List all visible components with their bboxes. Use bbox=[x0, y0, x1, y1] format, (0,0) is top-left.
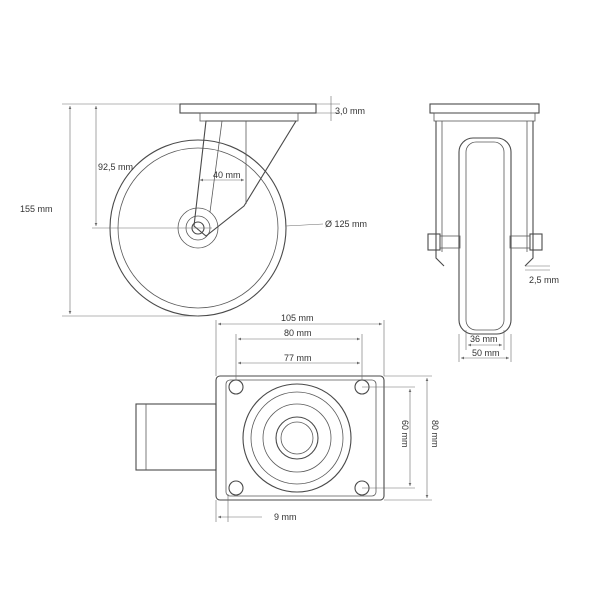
dim-offset: 40 mm bbox=[213, 170, 241, 180]
side-view: 155 mm 92,5 mm 40 mm 3,0 mm Ø 125 mm bbox=[20, 96, 367, 317]
dim-hole-margin: 9 mm bbox=[274, 512, 297, 522]
dim-plate-thickness: 3,0 mm bbox=[335, 106, 365, 116]
dim-wheel-diameter: Ø 125 mm bbox=[325, 219, 367, 229]
swivel-race bbox=[242, 383, 352, 493]
front-fork bbox=[435, 121, 534, 267]
dim-total-height: 155 mm bbox=[20, 204, 53, 214]
dim-side-offset: 2,5 mm bbox=[529, 275, 559, 285]
side-fork bbox=[193, 120, 297, 237]
top-wheel bbox=[135, 403, 217, 471]
dim-wheel-width: 50 mm bbox=[472, 348, 500, 358]
dim-hole-spacing-inner: 77 mm bbox=[284, 353, 312, 363]
dim-hole-spacing-vertical: 60 mm bbox=[400, 420, 410, 448]
bolt-hole bbox=[228, 379, 244, 395]
front-view: 2,5 mm 36 mm 50 mm bbox=[427, 103, 559, 362]
dim-plate-width: 105 mm bbox=[281, 313, 314, 323]
dim-tread-width: 36 mm bbox=[470, 334, 498, 344]
front-wheel bbox=[458, 137, 512, 335]
top-view: 105 mm 80 mm 77 mm 60 mm 80 mm 9 mm bbox=[135, 313, 440, 522]
top-plate bbox=[215, 375, 385, 501]
side-top-plate bbox=[179, 103, 317, 114]
dim-hole-spacing-outer: 80 mm bbox=[284, 328, 312, 338]
dim-axle-height: 92,5 mm bbox=[98, 162, 133, 172]
dim-plate-height: 80 mm bbox=[430, 420, 440, 448]
bolt-hole bbox=[228, 480, 244, 496]
front-top-plate bbox=[429, 103, 540, 114]
